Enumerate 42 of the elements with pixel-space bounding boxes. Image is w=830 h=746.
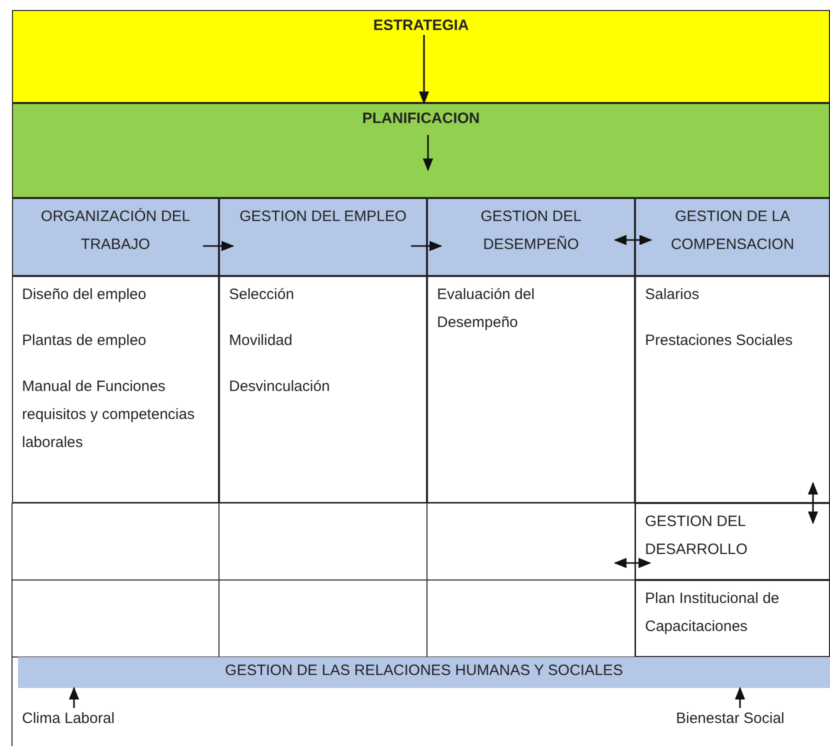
table-cell <box>427 276 635 503</box>
strategy-band <box>12 10 830 103</box>
label-text: Clima Laboral <box>22 709 115 729</box>
arrow <box>418 35 430 104</box>
relations-band <box>18 657 830 688</box>
cell-text: Plantas de empleo <box>22 331 148 351</box>
arrow <box>68 686 80 708</box>
arrow <box>808 482 818 524</box>
table-cell <box>635 503 830 580</box>
cell-text: Salarios <box>645 285 700 305</box>
heading-text: ESTRATEGIA <box>373 16 469 36</box>
table-cell <box>219 276 427 503</box>
column-header <box>635 198 830 276</box>
cell-text: Evaluación del Desempeño <box>437 285 536 333</box>
cell-text: Desvinculación <box>229 377 331 397</box>
cell-text: Diseño del empleo <box>22 285 148 305</box>
arrow <box>734 686 746 708</box>
column-header <box>219 198 427 276</box>
arrow <box>614 558 652 568</box>
cell-text: Manual de Funciones requisitos y competencias laborales <box>22 377 196 453</box>
cell-text: Movilidad <box>229 331 294 351</box>
column-header <box>12 198 219 276</box>
heading-text: GESTION DE LA COMPENSACION <box>670 207 796 255</box>
cell-text: Plan Institucional de Capacitaciones <box>645 589 780 637</box>
cell-text: Selección <box>229 285 296 305</box>
cell-text: GESTION DEL DESARROLLO <box>645 512 749 560</box>
arrow <box>203 240 234 252</box>
arrow <box>422 135 434 172</box>
cell-text: Prestaciones Sociales <box>645 331 794 351</box>
arrow <box>411 240 442 252</box>
table-cell <box>635 580 830 657</box>
planning-band <box>12 103 830 198</box>
label-text: Bienestar Social <box>676 709 784 729</box>
arrow <box>614 234 652 246</box>
table-cell <box>635 276 830 503</box>
table-cell <box>12 276 219 503</box>
heading-text: ORGANIZACIÓN DEL TRABAJO <box>40 207 192 255</box>
heading-text: GESTION DEL EMPLEO <box>238 207 408 227</box>
column-header <box>427 198 635 276</box>
heading-text: PLANIFICACION <box>362 109 480 129</box>
heading-text: GESTION DEL DESEMPEÑO <box>480 207 582 255</box>
heading-text: GESTION DE LAS RELACIONES HUMANAS Y SOCIALES <box>225 661 623 681</box>
